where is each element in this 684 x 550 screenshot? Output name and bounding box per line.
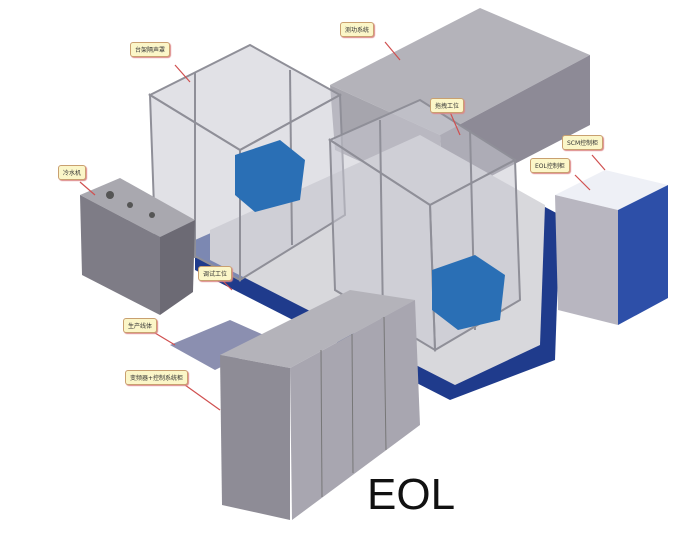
production-conveyor bbox=[170, 320, 275, 370]
control-cabinet-right bbox=[555, 170, 668, 325]
callout-scm-cabinet: SCM控制柜 bbox=[562, 135, 604, 150]
motor-icon bbox=[235, 140, 505, 330]
callout-debug-station: 调试工位 bbox=[198, 266, 233, 281]
callout-inverter-cabinet: 变频器+控制系统柜 bbox=[125, 370, 189, 385]
callout-drag-station: 拖拽工位 bbox=[430, 98, 465, 113]
title-eol: EOL bbox=[367, 470, 456, 519]
callout-eol-cabinet: EOL控制柜 bbox=[530, 158, 570, 173]
callout-chiller: 冷水机 bbox=[58, 165, 87, 180]
callout-leaders bbox=[79, 41, 606, 411]
callout-production-line: 生产线体 bbox=[123, 318, 158, 333]
callout-dynamometer: 测功系统 bbox=[340, 22, 375, 37]
chiller-unit bbox=[80, 178, 195, 315]
inverter-cabinets bbox=[220, 290, 420, 520]
callout-enclosure: 台架隔声罩 bbox=[130, 42, 171, 57]
